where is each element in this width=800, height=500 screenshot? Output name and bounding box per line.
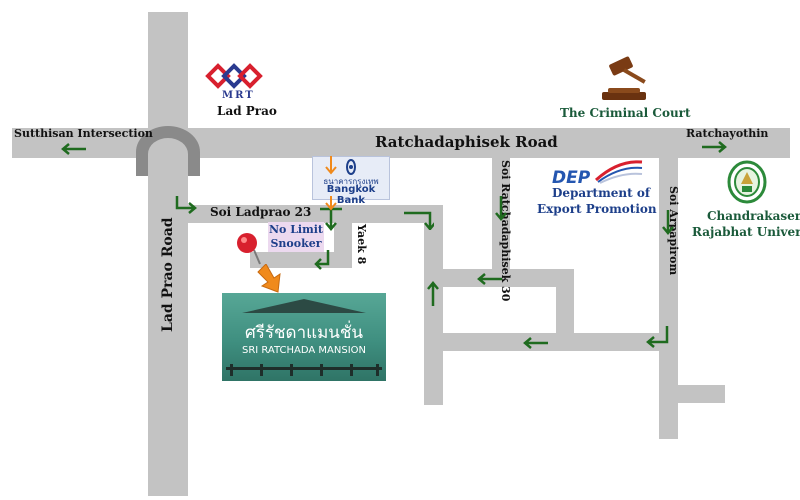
soi-ladprao-23-label: Soi Ladprao 23: [210, 205, 312, 219]
criminal-court-label: The Criminal Court: [560, 106, 691, 120]
snooker-line1: No Limit: [268, 223, 324, 236]
mrt-logo-icon: [205, 63, 263, 89]
bank-name-label: Bangkok Bank: [326, 184, 376, 206]
ratchadaphisek-road-label: Ratchadaphisek Road: [375, 133, 558, 151]
dep-logo: DEP: [552, 168, 591, 188]
soi-ladprao-23: [188, 205, 443, 223]
roof-icon: [242, 299, 366, 313]
sutthisan-label: Sutthisan Intersection: [14, 127, 153, 140]
gavel-icon: [602, 56, 646, 100]
direction-arrow-icon: [523, 337, 548, 349]
university-line2: Rajabhat University: [692, 225, 800, 239]
direction-arrow-icon: [61, 143, 86, 155]
snooker-line2: Snooker: [270, 237, 322, 250]
overpass-icon: [136, 126, 200, 176]
mansion-english-name: SRI RATCHADA MANSION: [241, 345, 367, 356]
fence-icon: [226, 364, 382, 376]
arpapirom-side-lane: [659, 385, 725, 403]
mansion-sign: ศรีรัชดาแมนชั่น SRI RATCHADA MANSION: [222, 293, 386, 381]
direction-arrow-icon: [175, 196, 197, 214]
direction-arrow-icon: [427, 281, 439, 306]
dep-line1: Department of: [552, 186, 651, 200]
lad-prao-road: [148, 12, 188, 496]
soi-arpapirom: [659, 155, 678, 439]
lane-vertical-middle: [556, 269, 574, 341]
direction-arrow-icon: [646, 326, 669, 348]
lad-prao-road-label: Lad Prao Road: [160, 217, 176, 332]
dep-line2: Export Promotion: [537, 202, 657, 216]
direction-arrow-icon: [702, 141, 727, 153]
snooker-sign: No Limit Snooker: [268, 222, 324, 252]
university-line1: Chandrakasem: [707, 209, 800, 223]
dep-logo-icon: [594, 160, 643, 184]
bangkok-bank-sign: ธนาคารกรุงเทพ Bangkok Bank: [312, 156, 390, 206]
direction-arrow-icon: [662, 210, 674, 235]
university-seal-icon: [727, 160, 767, 204]
pointer-arrow-icon: [325, 156, 337, 175]
direction-arrow-icon: [495, 196, 507, 221]
mrt-logo-text: MRT: [222, 90, 255, 101]
direction-arrow-icon: [314, 250, 330, 270]
pointer-arrow-icon: [257, 264, 281, 293]
bank-thai-name: ธนาคารกรุงเทพ: [323, 177, 379, 186]
mansion-thai-name: ศรีรัชดาแมนชั่น: [244, 323, 364, 343]
yaek-8-label: Yaek 8: [355, 224, 368, 265]
bangkok-bank-logo-icon: [346, 159, 356, 175]
pointer-arrow-icon: [325, 196, 337, 211]
direction-arrow-icon: [404, 211, 434, 230]
lane-horizontal-lower: [424, 333, 678, 351]
map-pin-icon: [237, 233, 261, 265]
direction-arrow-icon: [477, 273, 502, 285]
ratchayothin-label: Ratchayothin: [686, 127, 769, 140]
mrt-station-label: Lad Prao: [217, 104, 277, 118]
